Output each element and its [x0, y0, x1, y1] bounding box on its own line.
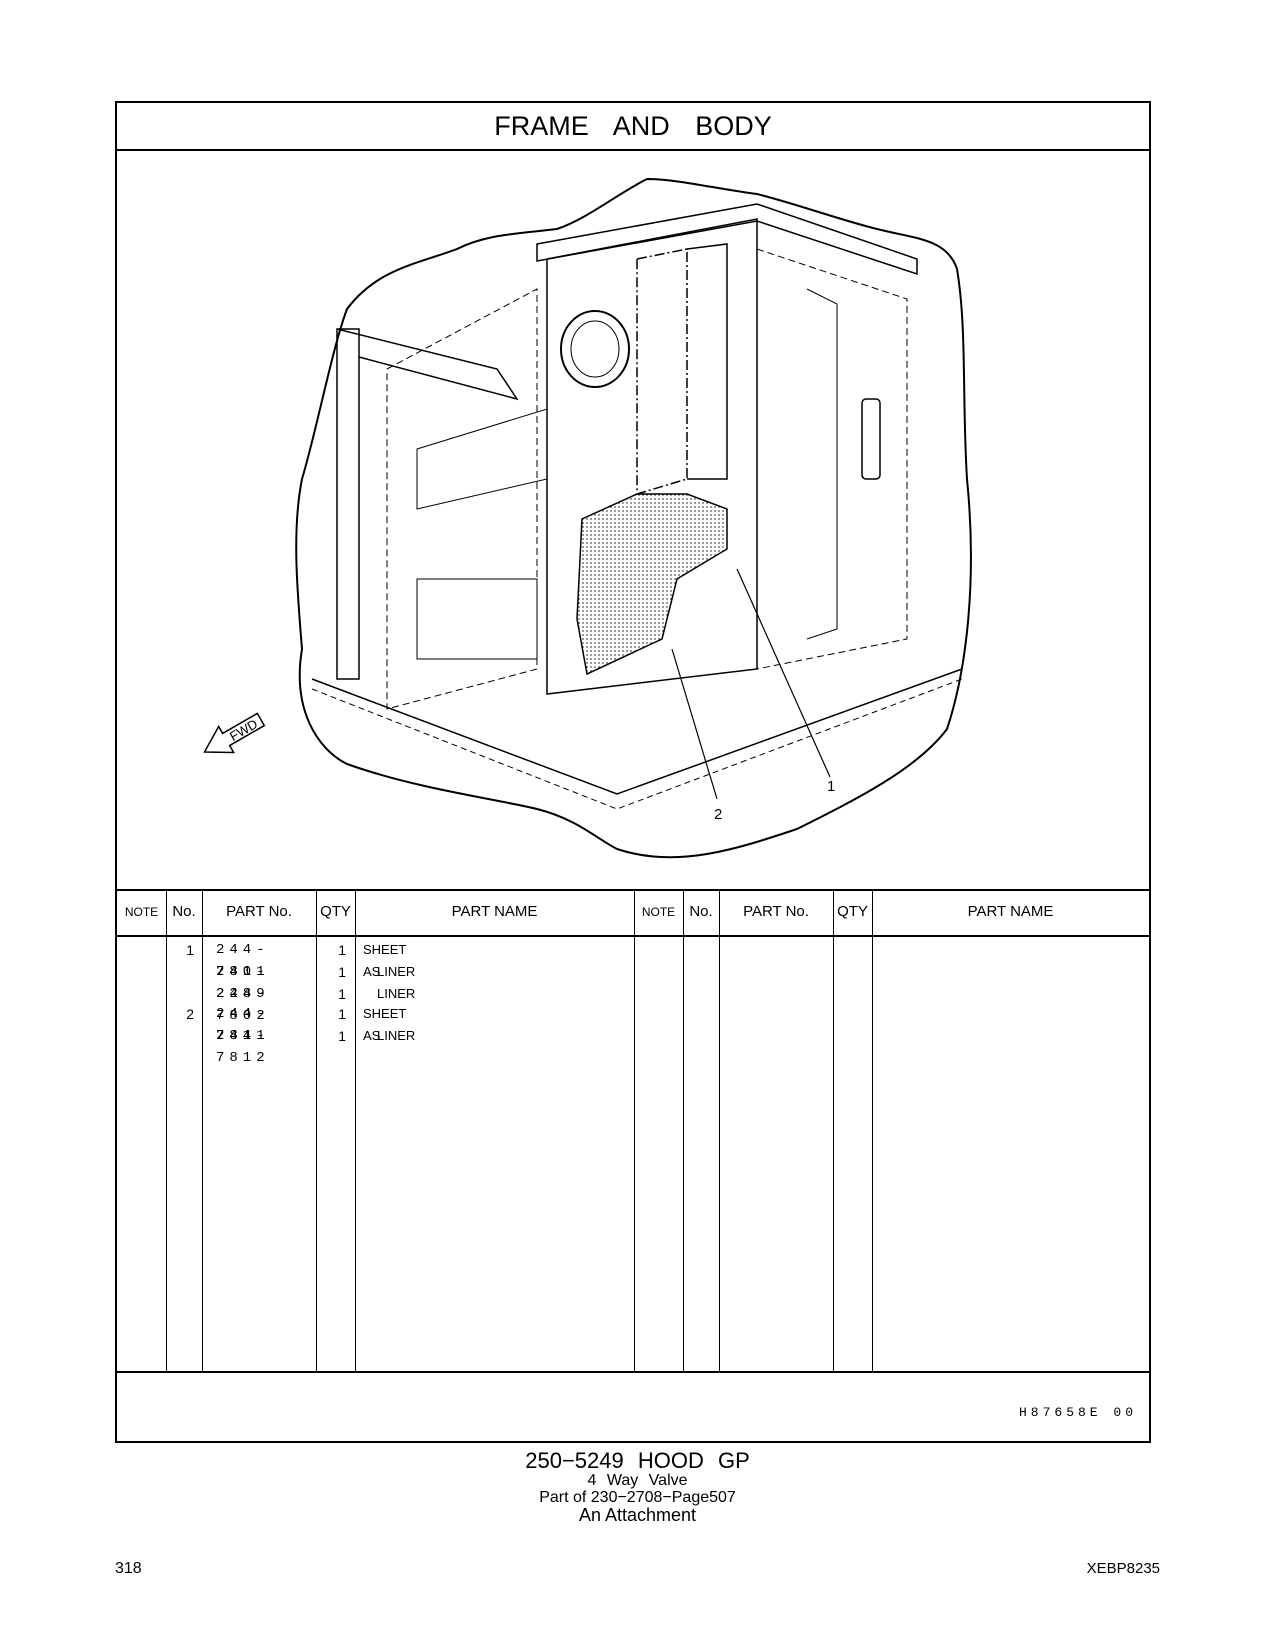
row-no: 1: [186, 942, 194, 958]
row-part-name: SHEET AS: [363, 942, 407, 979]
section-title: FRAME AND BODY: [117, 103, 1149, 151]
cutaway-outline: [295, 177, 972, 859]
group-subtitle: 4 Way Valve: [587, 1472, 688, 1489]
part-name-header-left: PART NAME: [451, 903, 538, 920]
parts-illustration: FWD 1 2: [117, 149, 1149, 891]
row-part-name: SHEET AS: [363, 1006, 407, 1043]
qty-header-left: QTY: [320, 903, 351, 920]
row-no: 2: [186, 1006, 194, 1022]
row-part-name: LINER: [377, 986, 416, 1001]
forward-direction-arrow: FWD: [203, 712, 266, 754]
callout-2: 2: [714, 806, 722, 823]
part-name-header-right: PART NAME: [967, 903, 1054, 920]
forward-arrow-label: FWD: [227, 716, 260, 744]
parts-list-table: NOTE No. PART No. QTY PART NAME NOTE No.…: [117, 889, 1149, 1373]
part-of-reference: Part of 230−2708−Page507: [539, 1489, 736, 1506]
page-number: 318: [115, 1560, 142, 1577]
row-qty: 1: [338, 964, 346, 980]
row-part-no: 244-7812: [216, 1028, 270, 1066]
row-qty: 1: [338, 986, 346, 1002]
note-header-right: NOTE: [641, 905, 676, 919]
row-part-no: 244-7811: [216, 1006, 270, 1044]
document-code: XEBP8235: [1086, 1560, 1160, 1577]
attachment-label: An Attachment: [578, 1505, 697, 1525]
row-part-name: LINER: [377, 1028, 416, 1043]
row-qty: 1: [338, 942, 346, 958]
table-header-row: NOTE No. PART No. QTY PART NAME NOTE No.…: [117, 889, 1149, 937]
row-part-no: 244-7802: [216, 986, 270, 1024]
row-part-no: 241-2289: [216, 964, 270, 1002]
no-header-left: No.: [172, 903, 196, 920]
exploded-view-drawing: FWD 1 2: [203, 177, 972, 859]
row-qty: 1: [338, 1006, 346, 1022]
callout-1: 1: [827, 778, 835, 795]
qty-header-right: QTY: [837, 903, 868, 920]
part-no-header-left: PART No.: [226, 903, 292, 920]
row-part-name: LINER: [377, 964, 416, 979]
row-qty: 1: [338, 1028, 346, 1044]
illustration-code: H87658E 00: [1018, 1405, 1137, 1420]
group-title: 250−5249 HOOD GP: [525, 1448, 750, 1473]
no-header-right: No.: [689, 903, 713, 920]
row-part-no: 244-7801: [216, 942, 270, 980]
parts-page-frame: FRAME AND BODY: [115, 101, 1151, 1443]
note-header-left: NOTE: [124, 905, 159, 919]
part-no-header-right: PART No.: [743, 903, 809, 920]
